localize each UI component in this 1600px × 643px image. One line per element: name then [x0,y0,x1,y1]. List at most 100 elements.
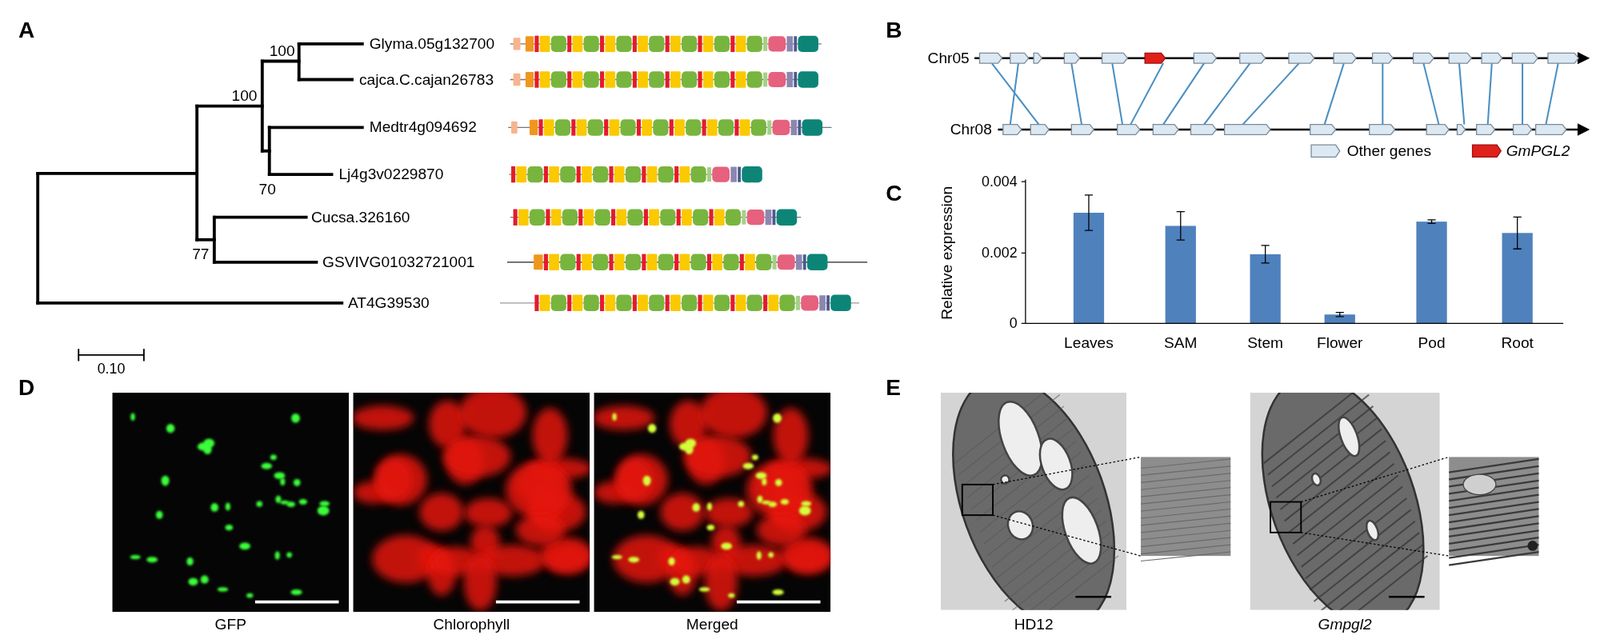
gfp-spot [775,479,783,487]
gfp-spot [161,476,170,487]
protein-domain [652,119,668,136]
protein-domain [797,36,819,52]
chlorophyll-spot [459,392,527,439]
chlorophyll-spot [464,554,497,611]
target-gene-arrow [1144,52,1166,64]
protein-domain [712,254,723,271]
protein-domain [826,295,830,311]
protein-domain [819,295,826,311]
inset-thylakoid [1140,523,1231,532]
thylakoid-line [1287,487,1416,568]
chlorophyll-spot [616,459,653,501]
gfp-spot [280,478,285,486]
protein-domain [697,71,702,88]
thylakoid-line [1003,556,1127,611]
protein-domain [527,166,543,183]
thylakoid-line [1266,429,1396,510]
protein-domain [670,71,681,88]
tree-branch [195,106,199,240]
protein-domain [670,295,681,312]
category-label: SAM [1164,334,1197,352]
protein-domain [637,36,648,52]
chlorophyll-spot [374,454,428,505]
protein-domain [681,71,697,88]
protein-domain [747,295,763,312]
protein-domain [540,36,551,52]
thylakoid-line [1312,556,1440,611]
gfp-spot [699,587,711,592]
error-bar [1084,195,1093,231]
starch-grain [1004,508,1037,544]
protein-domain [765,209,772,225]
protein-domain [637,295,648,312]
protein-domain [681,208,692,225]
protein-domain [551,36,567,52]
panel-letter: A [18,18,35,44]
image-label: Gmpgl2 [1318,616,1372,633]
protein-domain [803,254,807,270]
protein-domain [772,209,776,225]
tree-branch [196,104,263,108]
protein-domain [741,166,763,183]
chlorophyll-spot [505,461,572,519]
zoom-box [962,484,993,516]
panel-letter: C [885,181,902,207]
protein-domain [534,71,539,88]
protein-domain [592,166,608,183]
synteny-link [1459,63,1464,125]
inset-thylakoid [1140,516,1231,525]
domain-row [507,254,868,271]
gfp-spot [317,506,330,516]
protein-domain [572,36,584,52]
gene-label: AT4G39530 [348,294,430,312]
chromosome-label: Chr05 [928,49,970,67]
gfp-spot [761,500,771,505]
protein-domain [562,208,578,225]
gene-label: GSVIVG01032721001 [322,253,475,271]
bootstrap-value: 70 [259,181,276,199]
protein-domain [658,254,674,271]
protein-domain [647,254,658,271]
inset-thylakoid [1140,488,1231,497]
starch-grain [1054,492,1109,569]
gfp-spot [217,587,229,592]
protein-domain [529,120,538,136]
protein-domain [534,36,539,52]
zoom-box [1270,502,1301,533]
protein-domain [560,166,576,183]
legend-swatch [1472,144,1502,157]
gfp-spot [612,413,616,421]
protein-domain [604,71,616,88]
protein-domain [747,71,763,88]
chromosome-label: Chr08 [950,120,992,138]
protein-domain [736,295,747,312]
protein-domain [581,254,592,271]
chloroplast [940,392,1127,611]
bootstrap-value: 77 [192,245,209,263]
gfp-spot [275,551,280,560]
domain-row [510,71,819,88]
protein-domain [676,208,681,225]
thylakoid-line [1292,498,1421,579]
protein-domain [751,119,767,136]
image-label: GFP [215,616,247,633]
gene-arrow [1240,52,1266,64]
axis-tick: 0 [1009,316,1018,332]
gene-label: Glyma.05g132700 [369,35,495,52]
protein-domain [555,119,571,136]
protein-domain [616,208,627,225]
gfp-spot [728,593,735,599]
protein-domain [796,254,803,270]
panel-letter: E [885,375,901,400]
chlorophyll-spot [615,454,668,505]
gfp-spot [612,555,623,560]
protein-domain [718,119,734,136]
thylakoid-line [1283,475,1412,556]
synteny-link [1521,63,1524,125]
synteny-link [1204,63,1250,125]
synteny-link [1488,63,1492,125]
thylakoid-line [1296,509,1425,590]
protein-domain [600,71,604,88]
inset-thylakoid [1140,544,1231,554]
protein-domain [636,119,641,136]
